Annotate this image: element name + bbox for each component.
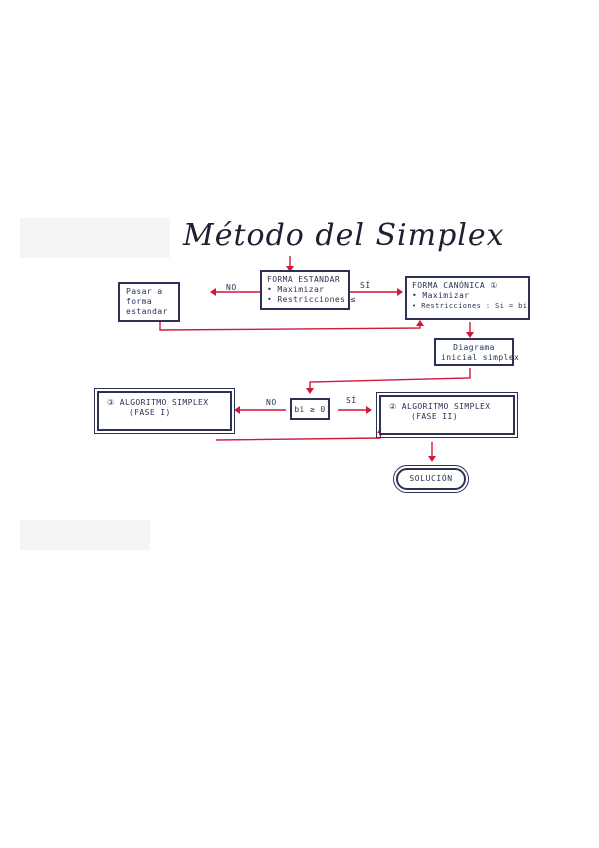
fase-1-box: ③ ALGORITMO SIMPLEX (FASE I) <box>94 388 235 434</box>
pasar-forma-box: Pasar a forma estandar <box>118 282 180 322</box>
decision-box: bi ≥ 0 <box>290 398 330 420</box>
arrow-fase1-to-fase2 <box>215 426 385 441</box>
arrow-into-forma-estandar <box>286 256 294 272</box>
forma-estandar-line: • Restricciones ≤ <box>267 295 356 304</box>
diagrama-inicial-box: Diagrama inicial simplex <box>434 338 520 366</box>
diagram-title: Método del Simplex <box>183 218 505 253</box>
arrow-pasar-to-canonica <box>159 320 424 331</box>
arrow-decision-to-fase1 <box>234 406 286 414</box>
solucion-node: SOLUCIÓN <box>393 465 469 493</box>
forma-canonica-line: • Maximizar <box>412 291 470 300</box>
pasar-forma-line: Pasar a <box>126 287 163 296</box>
pasar-forma-line: forma <box>126 297 153 306</box>
arrow-diagrama-to-decision <box>306 368 471 394</box>
edge-label-top-no: NO <box>226 283 237 292</box>
background-smudge <box>20 520 150 550</box>
arrow-canonica-to-diagrama <box>466 322 474 338</box>
arrow-decision-to-fase2 <box>338 406 372 414</box>
background-smudge <box>20 218 170 258</box>
forma-estandar-box: FORMA ESTANDAR • Maximizar • Restriccion… <box>260 270 356 310</box>
pasar-forma-line: estandar <box>126 307 168 316</box>
fase-1-line: ③ ALGORITMO SIMPLEX <box>107 398 209 407</box>
edge-label-mid-no: NO <box>266 398 277 407</box>
fase-1-line: (FASE I) <box>129 408 171 417</box>
forma-canonica-line: FORMA CANÓNICA ① <box>412 281 498 290</box>
fase-2-line: (FASE II) <box>411 412 458 421</box>
diagrama-inicial-line: inicial simplex <box>441 353 520 362</box>
forma-canonica-box: FORMA CANÓNICA ① • Maximizar • Restricci… <box>405 276 530 320</box>
diagrama-inicial-line: Diagrama <box>453 343 495 352</box>
fase-2-box: ② ALGORITMO SIMPLEX (FASE II) <box>376 392 518 438</box>
decision-label: bi ≥ 0 <box>294 405 326 414</box>
arrow-to-forma-canonica <box>350 288 403 296</box>
forma-estandar-line: • Maximizar <box>267 285 325 294</box>
arrow-to-pasar-forma <box>210 288 260 296</box>
edge-label-mid-si: SÍ <box>346 396 357 405</box>
arrow-fase2-to-solucion <box>428 442 436 462</box>
fase-2-line: ② ALGORITMO SIMPLEX <box>389 402 491 411</box>
forma-estandar-line: FORMA ESTANDAR <box>267 275 341 284</box>
edge-label-top-si: SÍ <box>360 281 371 290</box>
forma-canonica-line: • Restricciones : Si = bi <box>412 302 528 310</box>
